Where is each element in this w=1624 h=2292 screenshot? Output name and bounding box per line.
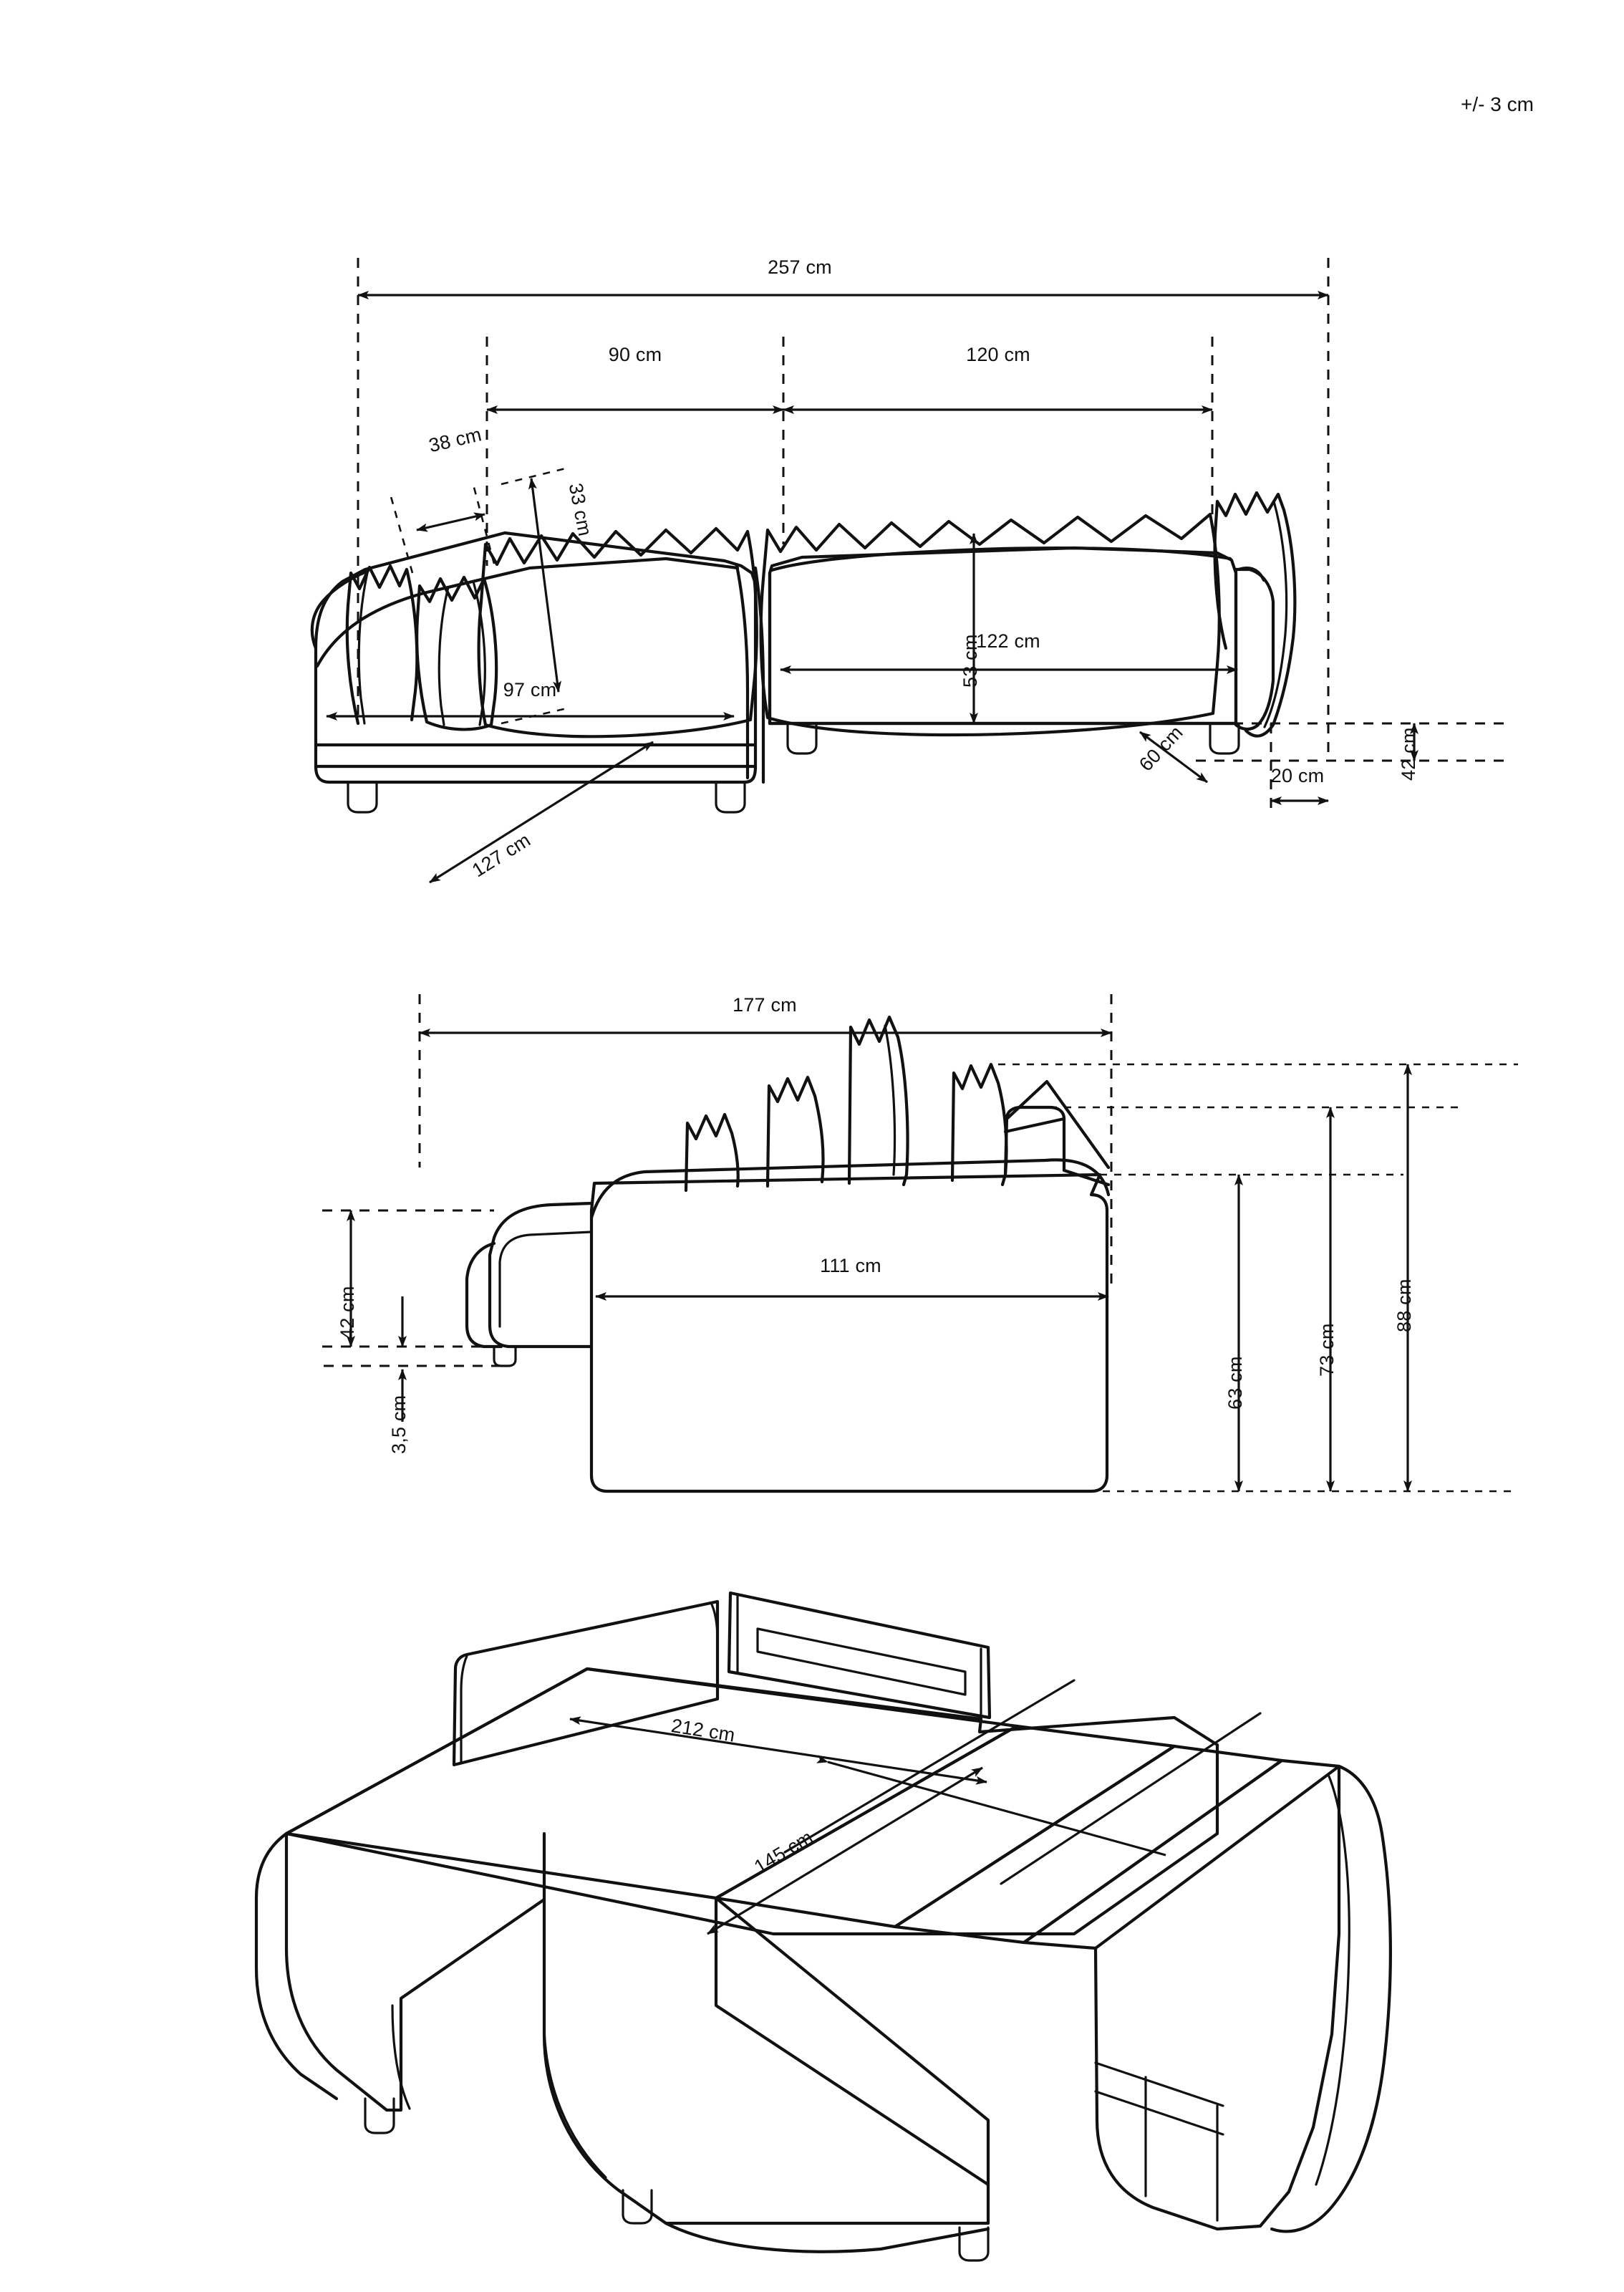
dim-label-120: 120 cm bbox=[966, 344, 1030, 365]
dim-label-111: 111 cm bbox=[820, 1255, 881, 1276]
tolerance-note: +/- 3 cm bbox=[1461, 93, 1534, 115]
view-bed-outline bbox=[254, 1591, 1392, 2262]
dim-label-42-front: 42 cm bbox=[1398, 727, 1419, 781]
dim-38 bbox=[416, 512, 485, 532]
view-front-sofa-outline bbox=[310, 491, 1297, 814]
dim-60 bbox=[1139, 731, 1208, 784]
dim-127 bbox=[429, 741, 654, 884]
dim-label-63: 63 cm bbox=[1224, 1356, 1246, 1410]
view-side-dimensions bbox=[322, 994, 1518, 1493]
dim-212 bbox=[569, 1716, 987, 1785]
dim-label-90: 90 cm bbox=[608, 344, 662, 365]
view-side-sofa-outline bbox=[465, 1015, 1111, 1493]
view-front-dimensions bbox=[326, 258, 1504, 884]
backrest-slot bbox=[756, 1627, 967, 1696]
dim-label-73: 73 cm bbox=[1316, 1323, 1338, 1377]
dim-145-diag bbox=[707, 1766, 983, 1935]
dim-label-97: 97 cm bbox=[503, 679, 557, 700]
dim-145 bbox=[816, 1755, 1166, 1857]
dim-label-122: 122 cm bbox=[976, 630, 1040, 652]
dim-label-35: 3,5 cm bbox=[388, 1395, 410, 1454]
dim-label-177: 177 cm bbox=[733, 994, 797, 1016]
view-bed-dimensions bbox=[569, 1716, 1166, 1935]
dim-label-88: 88 cm bbox=[1393, 1279, 1415, 1332]
dim-33 bbox=[528, 478, 562, 693]
dim-label-20: 20 cm bbox=[1270, 765, 1325, 786]
dim-label-257: 257 cm bbox=[768, 256, 832, 278]
dim-label-42-side: 42 cm bbox=[337, 1286, 358, 1339]
